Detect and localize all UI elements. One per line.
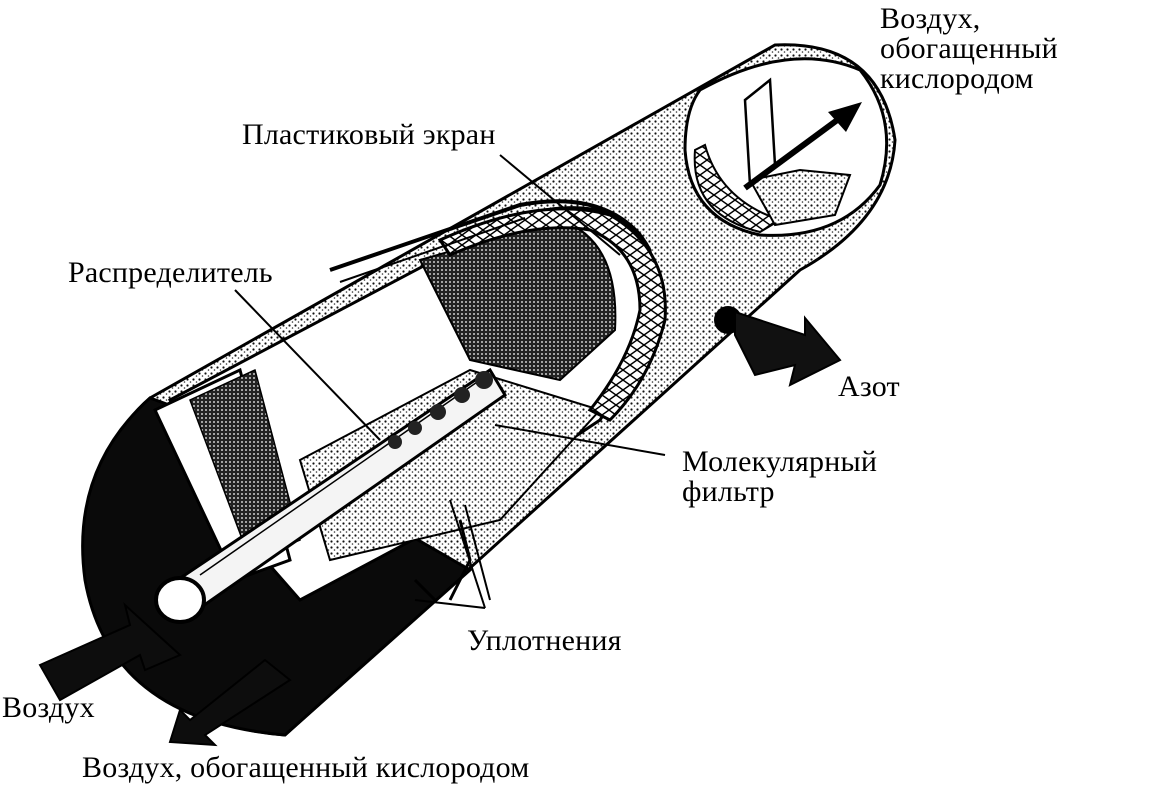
label-line: Молекулярный — [682, 445, 878, 478]
label-air-inlet: Воздух — [2, 691, 95, 724]
label-line: обогащенный — [880, 32, 1058, 65]
label-nitrogen: Азот — [838, 370, 900, 403]
label-molecular-filter: Молекулярный фильтр — [682, 447, 877, 507]
oxygen-outlet-arrow — [743, 102, 862, 191]
label-oxygen-enriched-air-bottom: Воздух, обогащенный кислородом — [82, 751, 530, 784]
label-line: фильтр — [682, 475, 775, 508]
label-distributor: Распределитель — [68, 256, 273, 289]
label-oxygen-enriched-air-top: Воздух, обогащенный кислородом — [880, 4, 1058, 94]
distributor-tube — [154, 367, 508, 624]
cutaway-interior — [153, 206, 653, 602]
label-line: кислородом — [880, 62, 1034, 95]
bottom-outlet-arrow — [168, 658, 292, 747]
rear-porthole — [683, 57, 889, 237]
air-inlet-arrow — [38, 602, 182, 702]
plastic-screen — [329, 199, 667, 422]
label-plastic-screen: Пластиковый экран — [242, 118, 496, 151]
nitrogen-arrow — [714, 306, 842, 387]
leader-lines — [234, 154, 666, 609]
label-seals: Уплотнения — [467, 624, 622, 657]
label-line: Воздух, — [880, 2, 981, 35]
